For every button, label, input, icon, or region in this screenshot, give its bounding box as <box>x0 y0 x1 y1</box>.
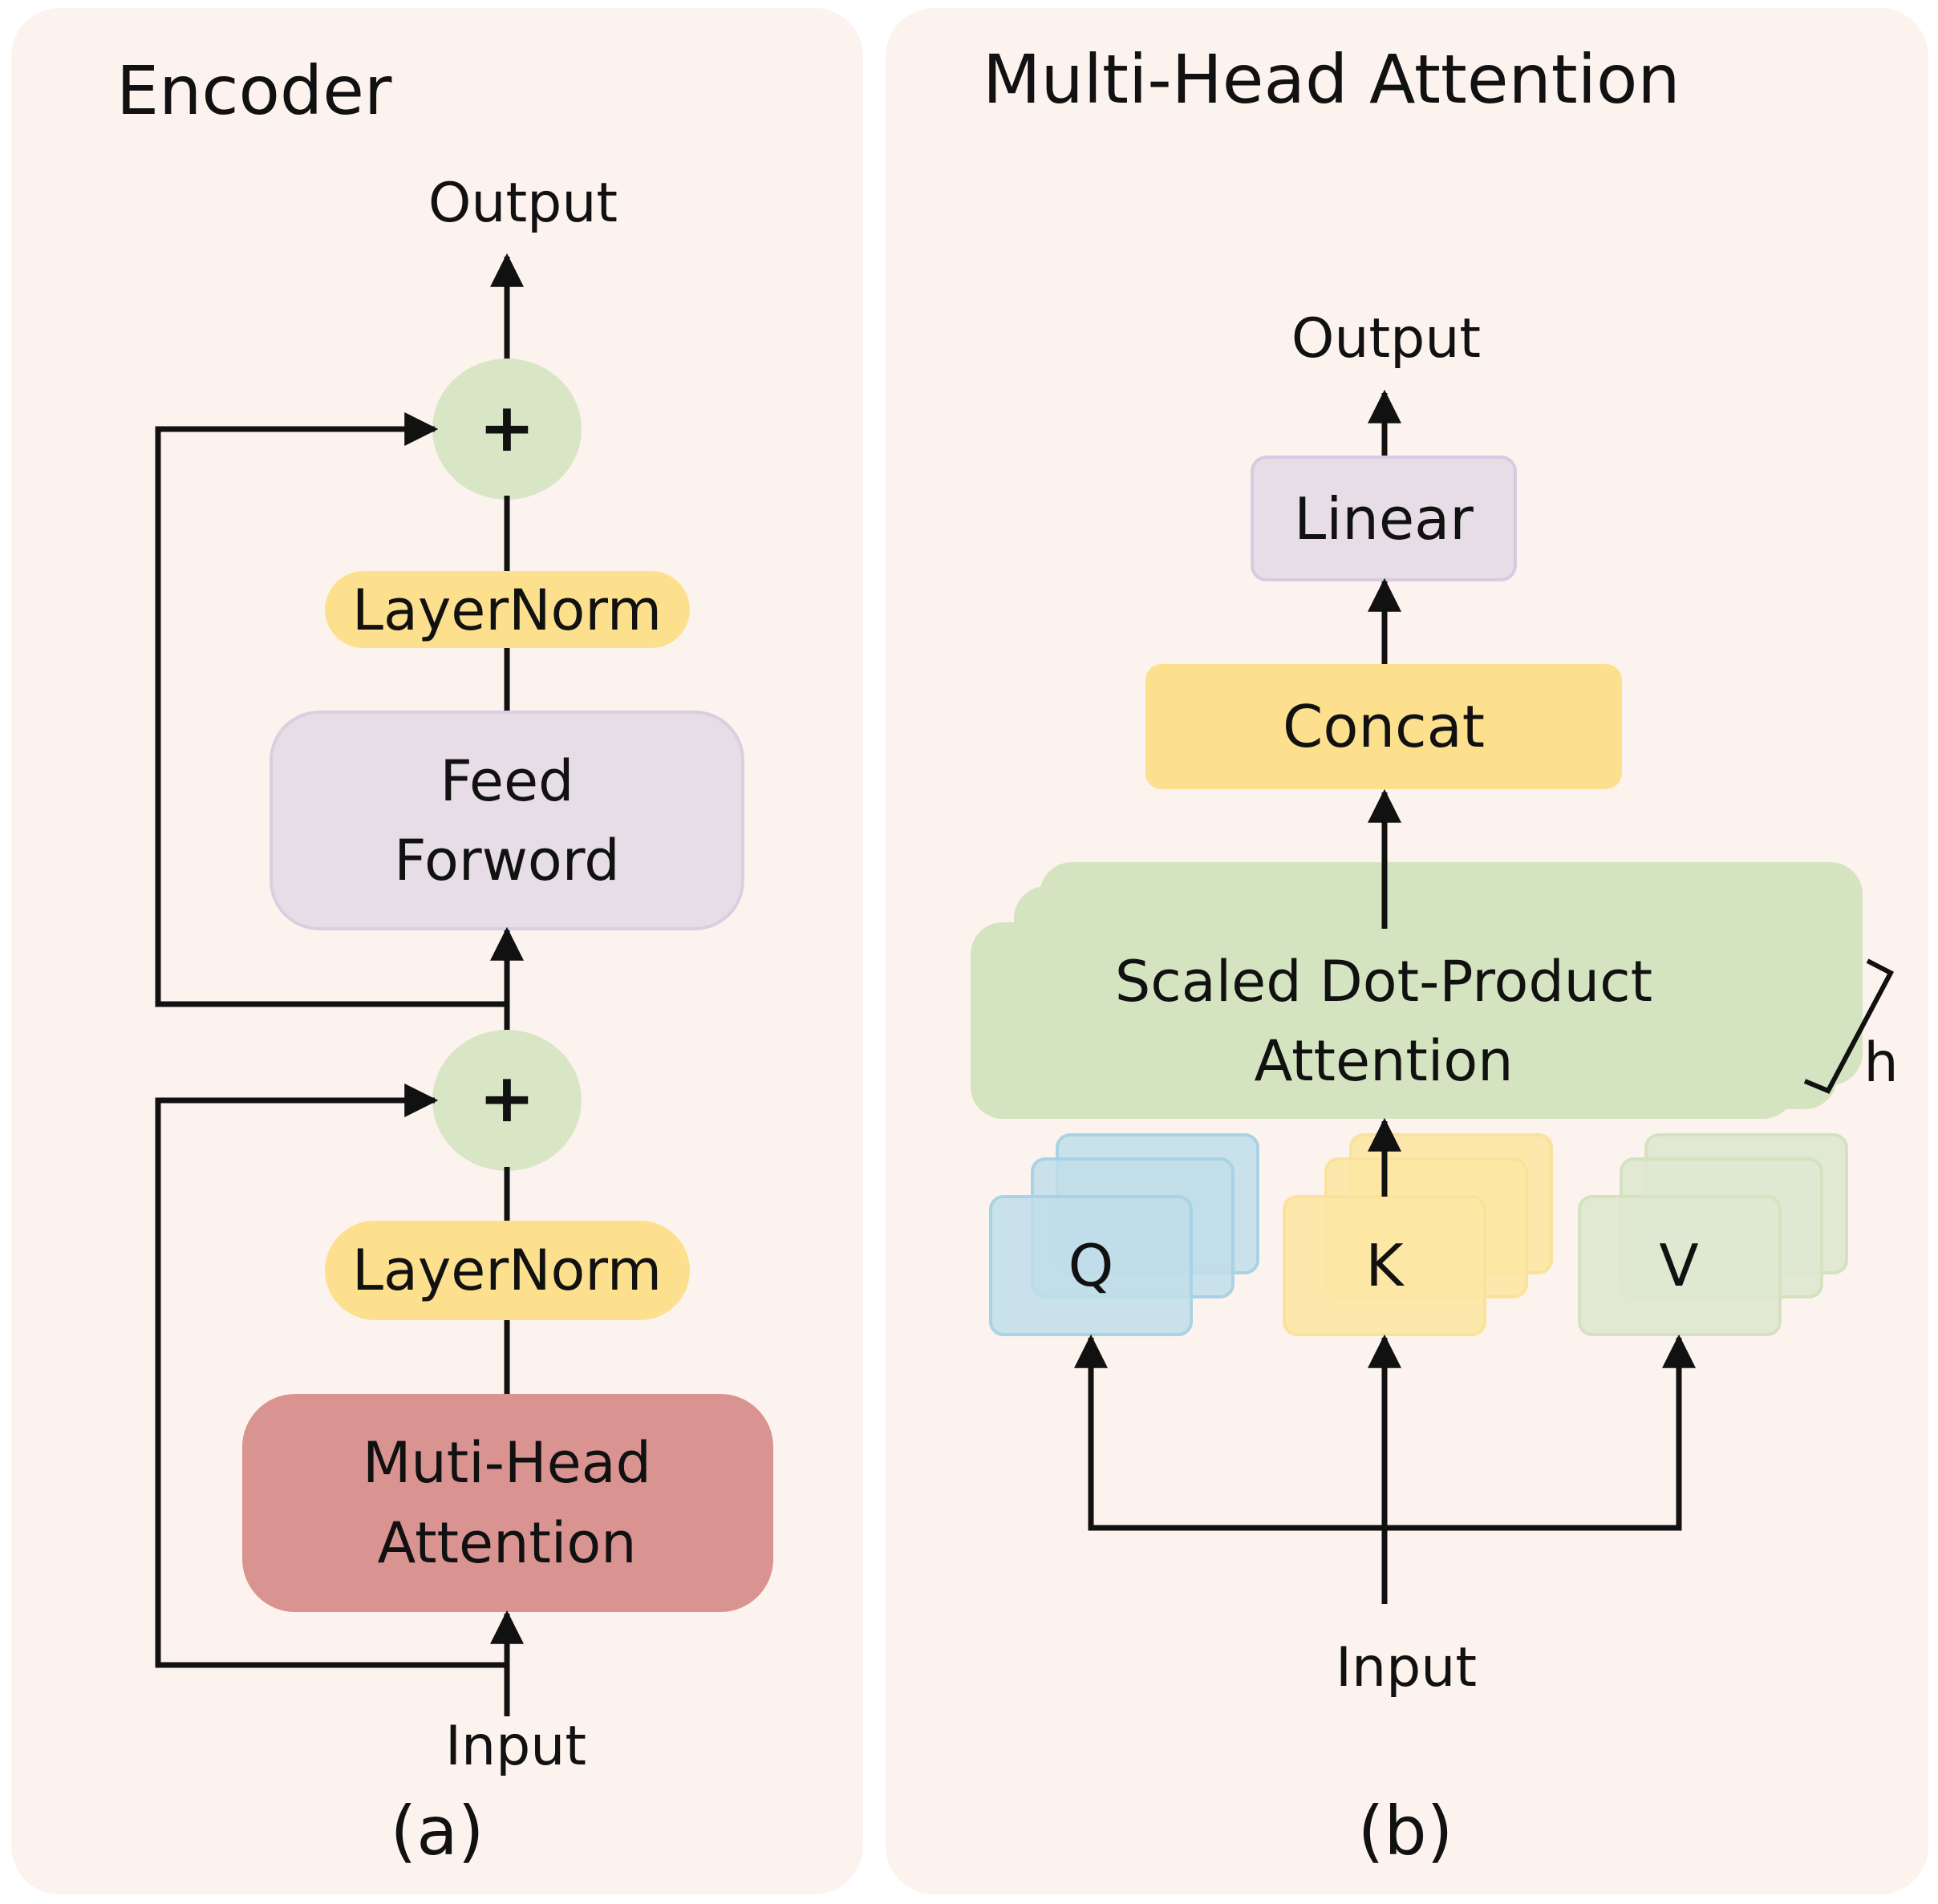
feed-forward-label-line2: Forword <box>394 828 619 893</box>
value-stack: V <box>1578 1133 1848 1336</box>
query-stack: Q <box>989 1133 1259 1336</box>
concat-label: Concat <box>1283 693 1485 760</box>
multi-head-attention-label-line1: Muti-Head <box>363 1430 651 1496</box>
feed-forward-label-line1: Feed <box>440 748 574 814</box>
query-label: Q <box>1068 1232 1114 1299</box>
sdpa-label-line2: Attention <box>1254 1028 1513 1094</box>
residual-connection-upper <box>155 412 507 1007</box>
layernorm-top-block <box>325 571 690 648</box>
input-to-value-arrow <box>1385 1334 1696 1531</box>
heads-bracket <box>1803 958 1895 1094</box>
linear-label: Linear <box>1294 485 1474 553</box>
sdpa-label-line1: Scaled Dot-Product <box>1115 949 1652 1015</box>
encoder-title: Encoder <box>116 51 392 130</box>
layernorm-bottom-block <box>325 1221 690 1320</box>
heads-label: h <box>1863 1031 1898 1095</box>
encoder-input-label: Input <box>445 1715 586 1778</box>
layernorm-top-label: LayerNorm <box>352 577 662 643</box>
input-to-query-arrow <box>1074 1334 1385 1531</box>
sdpa-block <box>971 922 1795 1119</box>
encoder-output-label: Output <box>428 172 618 235</box>
multi-head-attention-panel: Multi-Head Attention Output Linear Conca… <box>886 8 1928 1894</box>
value-label: V <box>1659 1232 1698 1299</box>
add-symbol-bottom: + <box>479 1059 535 1137</box>
key-stack: K <box>1283 1133 1553 1336</box>
feed-forward-block <box>270 711 744 930</box>
mha-title: Multi-Head Attention <box>983 40 1681 119</box>
add-symbol-top: + <box>479 388 535 467</box>
mha-caption: (b) <box>1358 1792 1454 1870</box>
multi-head-attention-block <box>242 1394 773 1612</box>
concat-block <box>1145 664 1622 789</box>
encoder-panel: Encoder Output + LayerNorm Feed Forword … <box>11 8 863 1894</box>
mha-input-label: Input <box>1336 1636 1477 1699</box>
add-circle-bottom <box>432 1030 582 1171</box>
key-label: K <box>1365 1232 1405 1299</box>
encoder-caption: (a) <box>390 1792 484 1870</box>
add-circle-top <box>432 359 582 500</box>
mha-output-label: Output <box>1291 307 1481 371</box>
residual-connection-lower <box>155 1084 507 1668</box>
layernorm-bottom-label: LayerNorm <box>352 1238 662 1303</box>
multi-head-attention-label-line2: Attention <box>377 1510 636 1576</box>
